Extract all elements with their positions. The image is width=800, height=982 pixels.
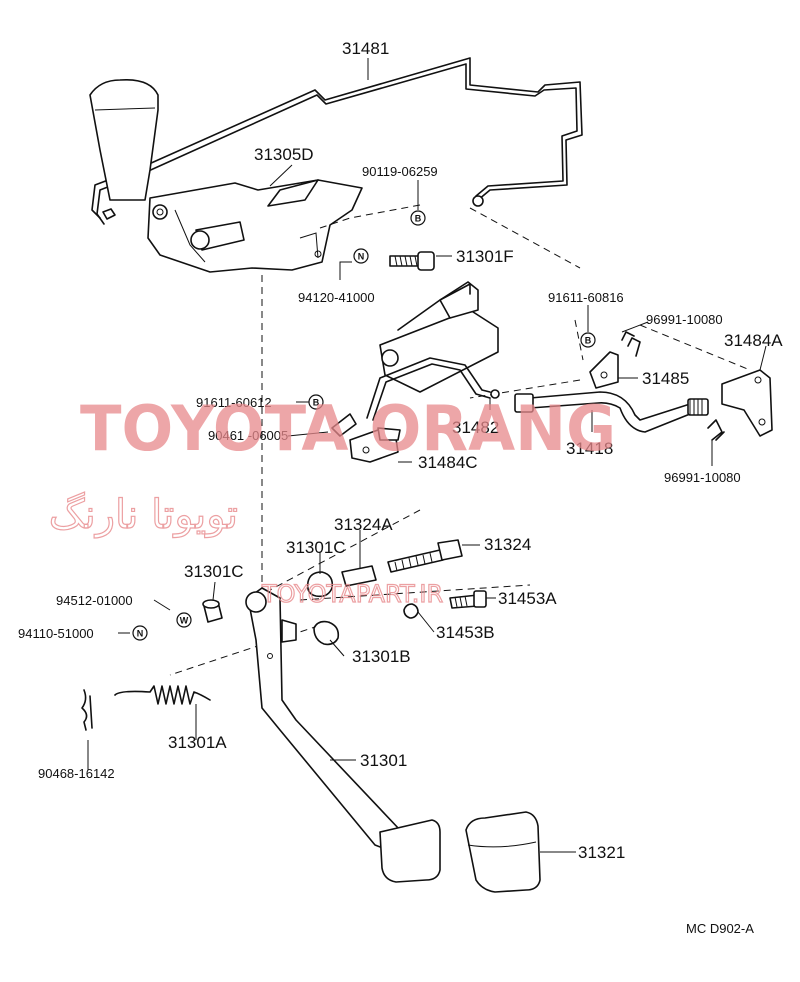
- watermark-persian: تویوتا نارنگ: [49, 492, 238, 538]
- stopper-31301B: [313, 620, 340, 646]
- bushing-31301C-right: [306, 571, 334, 598]
- svg-text:N: N: [358, 252, 365, 262]
- clip-96991-bottom: [707, 419, 725, 441]
- label-91611-60816: 91611-60816: [548, 290, 624, 305]
- label-31485: 31485: [642, 369, 689, 388]
- label-31418: 31418: [566, 439, 613, 458]
- bracket-31485: [589, 351, 619, 389]
- bracket-31484A: [721, 369, 773, 437]
- bolt-badge-91611-60816: B: [580, 332, 596, 348]
- return-spring-31301A: [114, 685, 211, 705]
- release-cylinder: [379, 309, 499, 393]
- label-31301C-left: 31301C: [184, 562, 244, 581]
- collar-31324A: [341, 565, 377, 587]
- pedal-pad-31321: [465, 811, 541, 893]
- label-31453A: 31453A: [498, 589, 557, 608]
- label-31484A: 31484A: [724, 331, 783, 350]
- clip-96991-top: [621, 331, 641, 357]
- svg-text:B: B: [313, 398, 320, 408]
- label-31301C-right: 31301C: [286, 538, 346, 557]
- label-94110-51000: 94110-51000: [18, 626, 94, 641]
- label-31301F: 31301F: [456, 247, 514, 266]
- label-31484C: 31484C: [418, 453, 478, 472]
- label-31324: 31324: [484, 535, 531, 554]
- label-90119-06259: 90119-06259: [362, 164, 438, 179]
- label-31301A: 31301A: [168, 733, 227, 752]
- nut-badge-94110: N: [132, 625, 148, 641]
- watermark-site: TOYOTAPART.IR: [261, 580, 443, 608]
- svg-text:B: B: [585, 336, 592, 346]
- label-90468-16142: 90468-16142: [38, 766, 115, 781]
- label-91611-60612: 91611-60612: [196, 395, 272, 410]
- label-31301: 31301: [360, 751, 407, 770]
- bolt-badge-90119: B: [410, 210, 426, 226]
- label-31481: 31481: [342, 39, 389, 58]
- label-31305D: 31305D: [254, 145, 314, 164]
- watermark-text: TOYOTA ORANG: [80, 392, 616, 465]
- svg-text:B: B: [415, 214, 422, 224]
- label-31321: 31321: [578, 843, 625, 862]
- diagram-code: MC D902-A: [686, 921, 754, 936]
- nut-badge-94120: N: [353, 248, 369, 264]
- label-90461-06005: 90461 -06005: [208, 428, 288, 443]
- reservoir-tank: [89, 78, 159, 201]
- label-96991-10080-bottom: 96991-10080: [664, 470, 741, 485]
- label-31301B: 31301B: [352, 647, 411, 666]
- label-31453B: 31453B: [436, 623, 495, 642]
- clip-90468: [81, 689, 93, 731]
- bolt-badge-91611-60612: B: [308, 394, 324, 410]
- svg-text:N: N: [137, 629, 144, 639]
- label-96991-10080-top: 96991-10080: [646, 312, 723, 327]
- label-94512-01000: 94512-01000: [56, 593, 133, 608]
- washer-badge-94512: W: [176, 612, 192, 628]
- pedal-pad-on-arm: [379, 819, 441, 883]
- label-31482: 31482: [452, 418, 499, 437]
- svg-text:W: W: [180, 616, 189, 626]
- master-cylinder-bracket: [147, 179, 363, 273]
- flexible-hose-31418: [529, 391, 691, 433]
- label-94120-41000: 94120-41000: [298, 290, 375, 305]
- label-31324A: 31324A: [334, 515, 393, 534]
